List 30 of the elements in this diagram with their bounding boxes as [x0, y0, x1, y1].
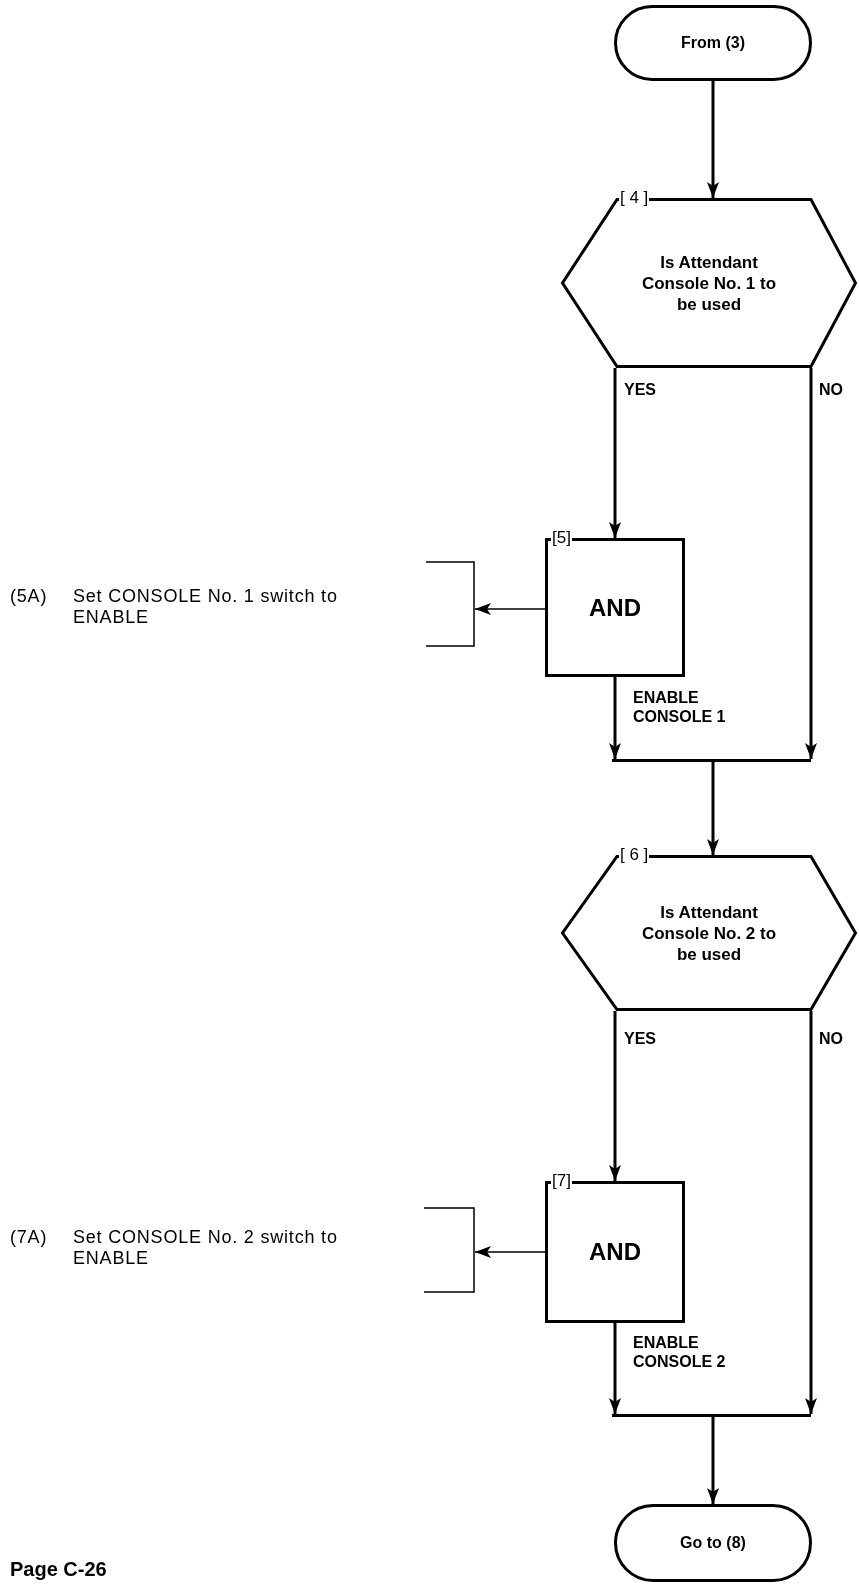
- step-number: [5]: [551, 529, 572, 547]
- decision-question: Is Attendant Console No. 1 to be used: [640, 251, 778, 315]
- gate-label: AND: [589, 1238, 641, 1266]
- instruction-text: Set CONSOLE No. 1 switch to ENABLE: [73, 586, 339, 628]
- page-number: Page C-26: [10, 1558, 107, 1581]
- step-reference: (5A): [10, 586, 48, 607]
- arrow: [707, 81, 719, 198]
- step-number: [ 6 ]: [619, 846, 650, 864]
- terminal-label: From (3): [681, 33, 745, 53]
- arrow: [707, 762, 719, 855]
- bracket-symbol: [426, 561, 475, 647]
- arrow: [609, 677, 621, 759]
- bracket-symbol: [424, 1207, 475, 1293]
- arrow: [707, 1417, 719, 1504]
- junction-bar: [612, 759, 811, 762]
- arrow: [609, 1011, 621, 1181]
- step-number: [ 4 ]: [619, 189, 650, 207]
- junction-bar: [612, 1414, 811, 1417]
- terminal-label: Go to (8): [680, 1533, 746, 1553]
- arrow: [805, 1011, 817, 1414]
- arrow: [474, 603, 546, 615]
- decision-question: Is Attendant Console No. 2 to be used: [640, 901, 778, 965]
- step-number: [7]: [551, 1172, 572, 1190]
- arrow: [474, 1246, 546, 1258]
- arrow: [609, 368, 621, 538]
- arrow: [805, 368, 817, 759]
- instruction-text: Set CONSOLE No. 2 switch to ENABLE: [73, 1227, 339, 1269]
- arrow: [609, 1323, 621, 1414]
- step-reference: (7A): [10, 1227, 48, 1248]
- gate-label: AND: [589, 593, 641, 622]
